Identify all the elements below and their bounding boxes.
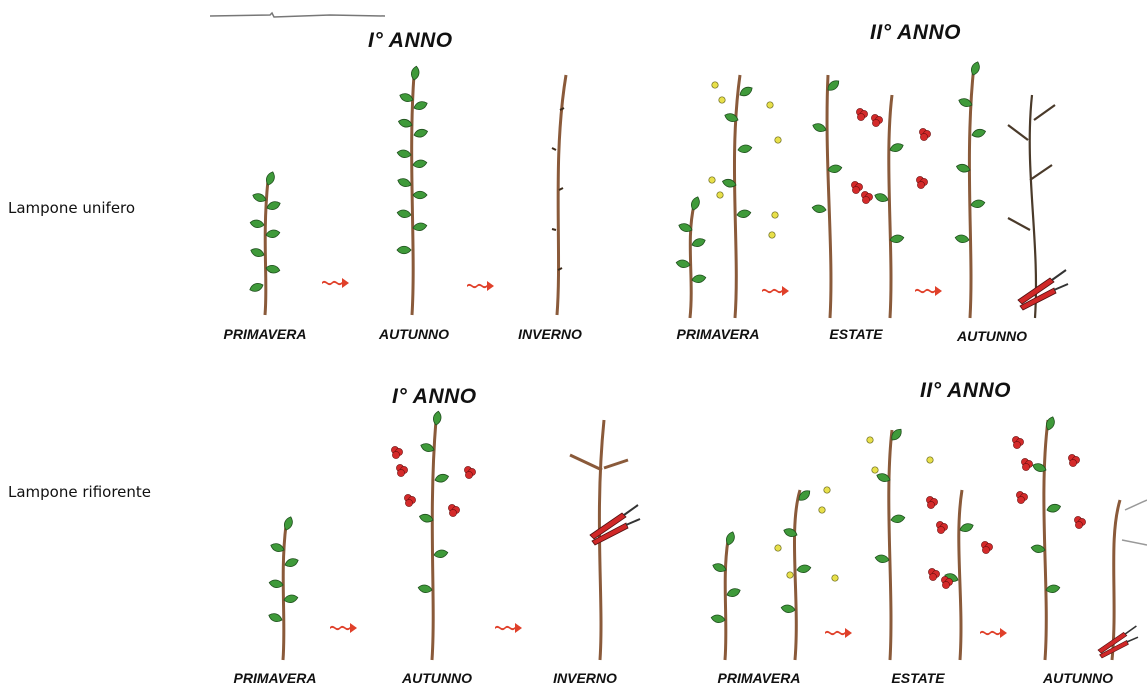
plant-autunno-4 xyxy=(1012,416,1147,660)
plant-autunno-2 xyxy=(955,61,1068,318)
plant-primavera-3 xyxy=(268,516,300,660)
plant-autunno-1 xyxy=(397,66,429,315)
plant-primavera-2 xyxy=(676,75,782,318)
plant-autunno-3 xyxy=(391,411,475,660)
plant-primavera-4 xyxy=(711,487,839,660)
plant-estate-1 xyxy=(812,75,931,318)
plant-inverno-2 xyxy=(570,420,640,660)
plant-estate-2 xyxy=(867,427,993,660)
plant-inverno-1 xyxy=(552,75,566,315)
plant-primavera-1 xyxy=(249,171,282,315)
